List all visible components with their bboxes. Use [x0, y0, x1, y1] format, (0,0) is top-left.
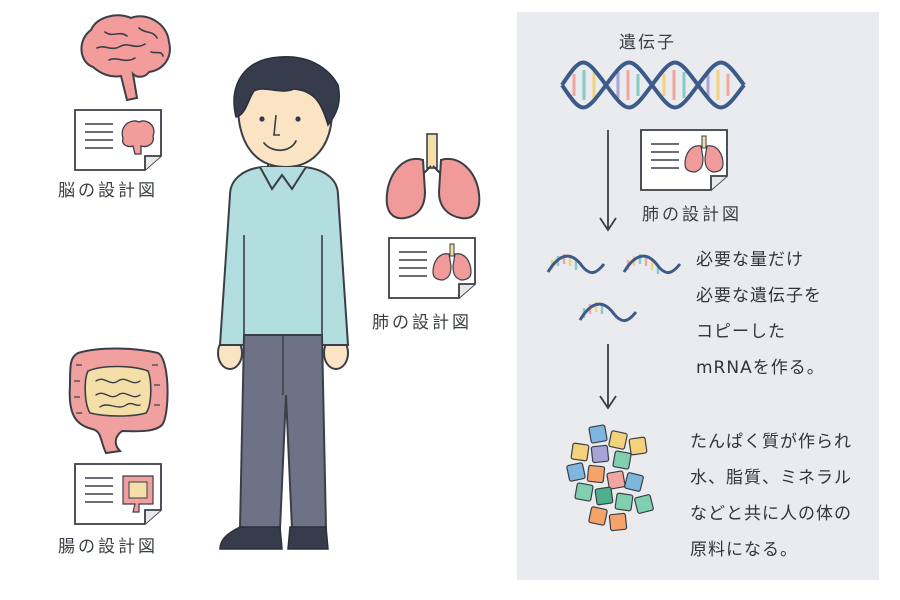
document-icon [388, 237, 476, 299]
protein-text-line: 原料になる。 [690, 540, 798, 560]
document-icon [74, 463, 162, 525]
brain-blueprint-label: 脳の設計図 [58, 181, 158, 201]
mrna-strand-icon [622, 254, 682, 274]
lung-icon [385, 133, 481, 220]
lung-blueprint-label: 肺の設計図 [372, 313, 472, 333]
document-icon [640, 129, 728, 191]
intestine-blueprint-label: 腸の設計図 [58, 537, 158, 557]
protein-description: たんぱく質が作られ 水、脂質、ミネラル などと共に人の体の 原料になる。 [690, 424, 852, 568]
mrna-text-line: 必要な遺伝子を [696, 286, 822, 306]
dna-helix-icon [560, 60, 746, 110]
document-icon [74, 109, 162, 171]
mrna-text-line: mRNAを作る。 [696, 358, 825, 378]
arrow-down-icon [599, 130, 617, 232]
protein-text-line: などと共に人の体の [690, 504, 852, 524]
brain-icon [80, 14, 171, 102]
protein-blocks-icon [566, 424, 654, 532]
mrna-text-line: 必要な量だけ [696, 250, 804, 270]
mrna-description: 必要な量だけ 必要な遺伝子を コピーした mRNAを作る。 [696, 242, 825, 386]
panel-lung-blueprint-label: 肺の設計図 [642, 205, 742, 225]
mrna-strand-icon [578, 302, 638, 322]
person-figure [217, 56, 350, 550]
protein-text-line: 水、脂質、ミネラル [690, 468, 852, 488]
intestine-icon [68, 347, 169, 455]
arrow-down-icon [599, 344, 617, 410]
protein-text-line: たんぱく質が作られ [690, 432, 852, 452]
mrna-text-line: コピーした [696, 322, 786, 342]
gene-label: 遺伝子 [619, 33, 676, 53]
mrna-strand-icon [546, 254, 606, 274]
